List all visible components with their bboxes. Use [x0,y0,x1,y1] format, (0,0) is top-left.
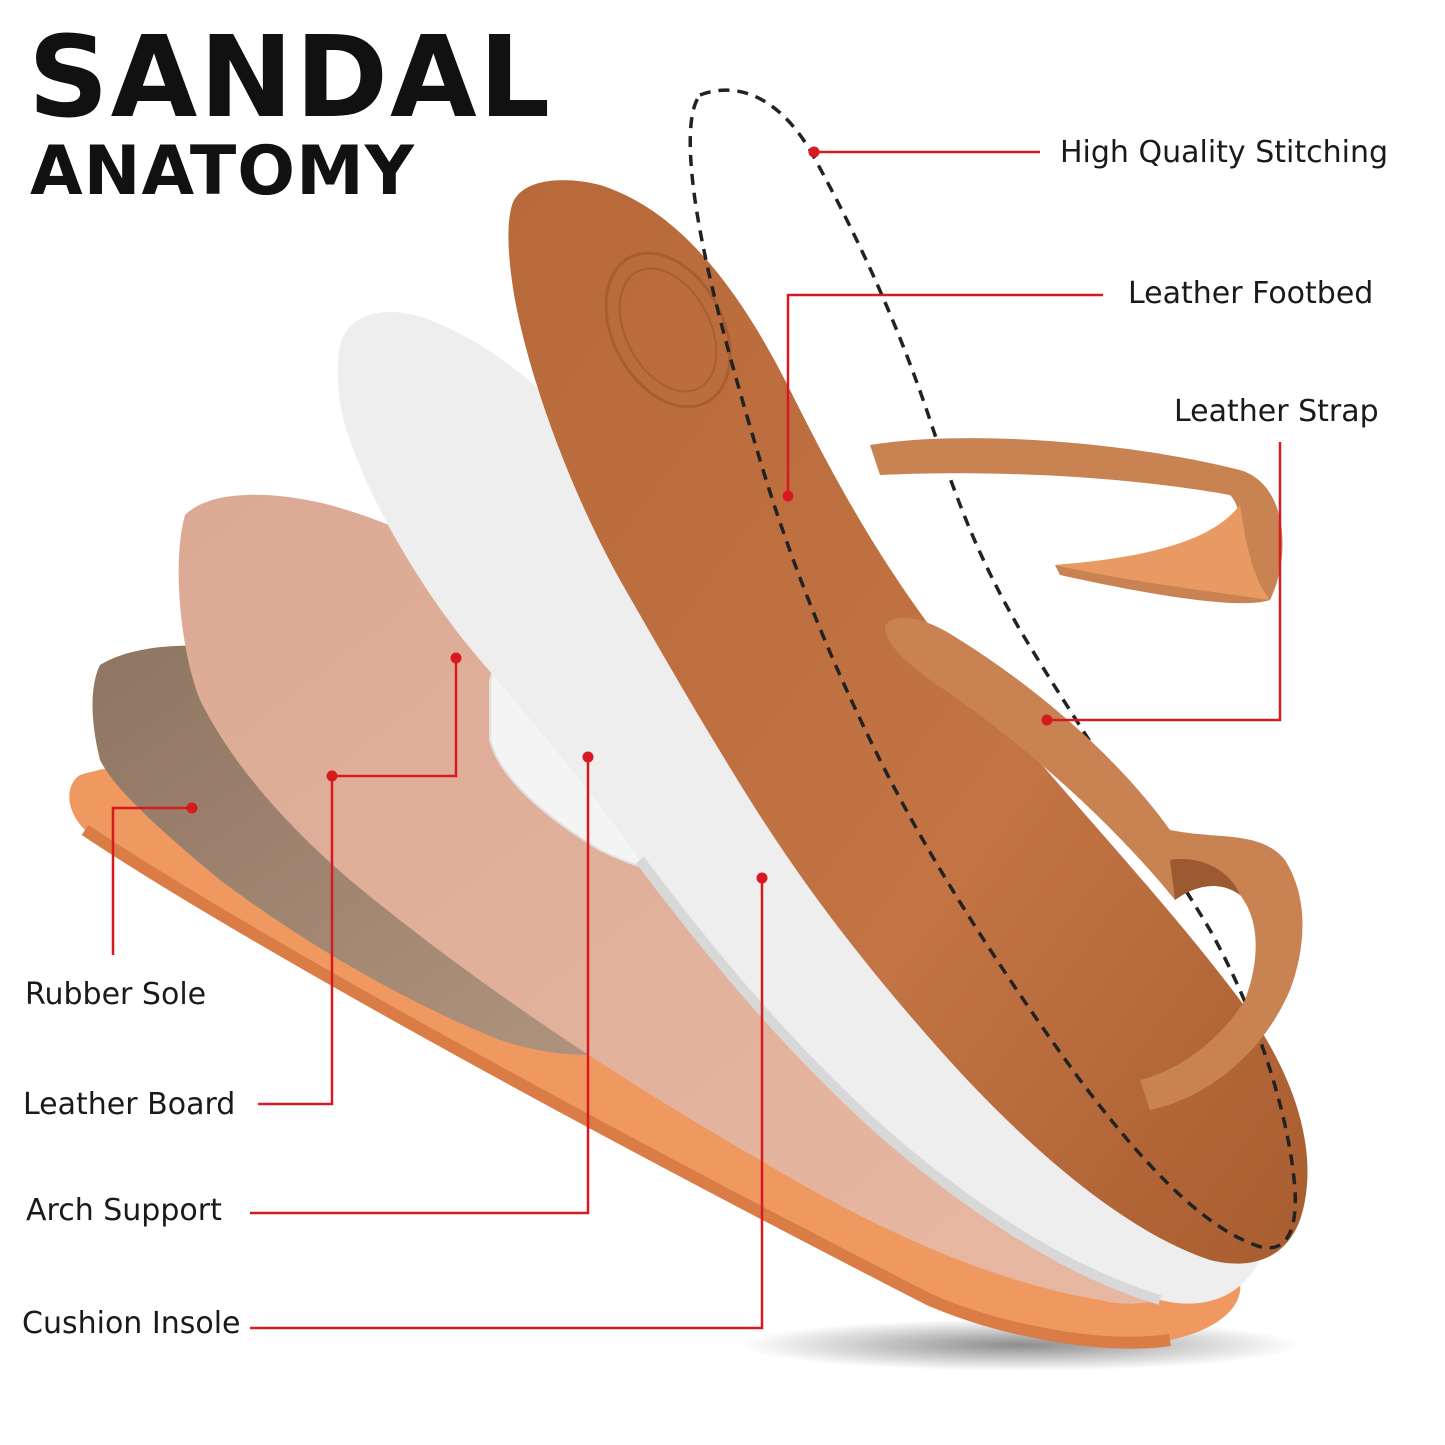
label-arch-support: Arch Support [26,1196,222,1226]
label-footbed: Leather Footbed [1128,279,1373,309]
label-cushion-insole: Cushion Insole [22,1309,240,1339]
label-leather-board: Leather Board [23,1090,235,1120]
label-stitching: High Quality Stitching [1060,138,1388,168]
label-rubber-sole: Rubber Sole [25,980,206,1010]
label-strap: Leather Strap [1174,397,1379,427]
